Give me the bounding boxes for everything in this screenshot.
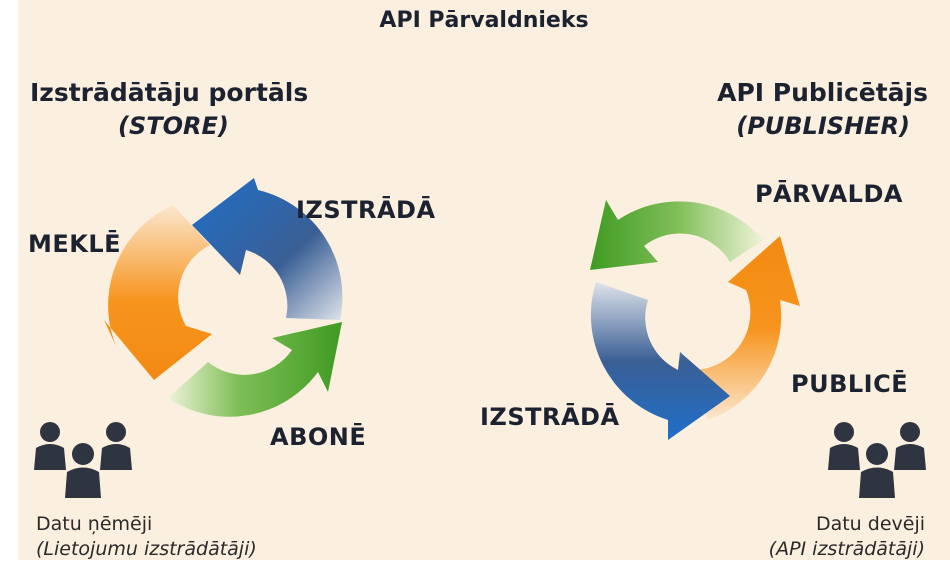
store-step-develop: IZSTRĀDĀ (296, 196, 436, 224)
blue-arrow-icon (590, 282, 730, 440)
green-arrow-icon (590, 200, 763, 270)
store-title: Izstrādātāju portāls (30, 78, 309, 107)
store-caption-sub: (Lietojumu izstrādātāji) (36, 538, 257, 560)
people-group-icon (828, 422, 926, 498)
orange-arrow-icon (690, 236, 800, 420)
publisher-title: API Publicētājs (717, 78, 928, 107)
publisher-step-develop: IZSTRĀDĀ (480, 403, 620, 431)
store-cycle-icon (104, 178, 343, 417)
publisher-caption: Datu devēji (815, 513, 925, 535)
store-step-search: MEKLĒ (28, 230, 122, 258)
blue-arrow-icon (192, 178, 343, 320)
publisher-caption-sub: (API izstrādātāji) (768, 538, 925, 560)
cycle-diagrams (34, 178, 926, 498)
orange-arrow-icon (104, 205, 212, 380)
store-subtitle: (STORE) (118, 112, 229, 140)
publisher-cycle-icon (590, 200, 800, 440)
publisher-step-manage: PĀRVALDA (755, 180, 903, 208)
people-group-icon (34, 422, 132, 498)
green-arrow-icon (168, 322, 342, 417)
store-caption: Datu ņēmēji (36, 513, 153, 535)
store-step-subscribe: ABONĒ (270, 423, 367, 451)
diagram-panel: API Pārvaldnieks Izstrādātāju portāls (S… (18, 0, 950, 560)
publisher-step-publish: PUBLICĒ (791, 370, 909, 398)
publisher-subtitle: (PUBLISHER) (736, 112, 910, 140)
page-title: API Pārvaldnieks (379, 8, 589, 33)
